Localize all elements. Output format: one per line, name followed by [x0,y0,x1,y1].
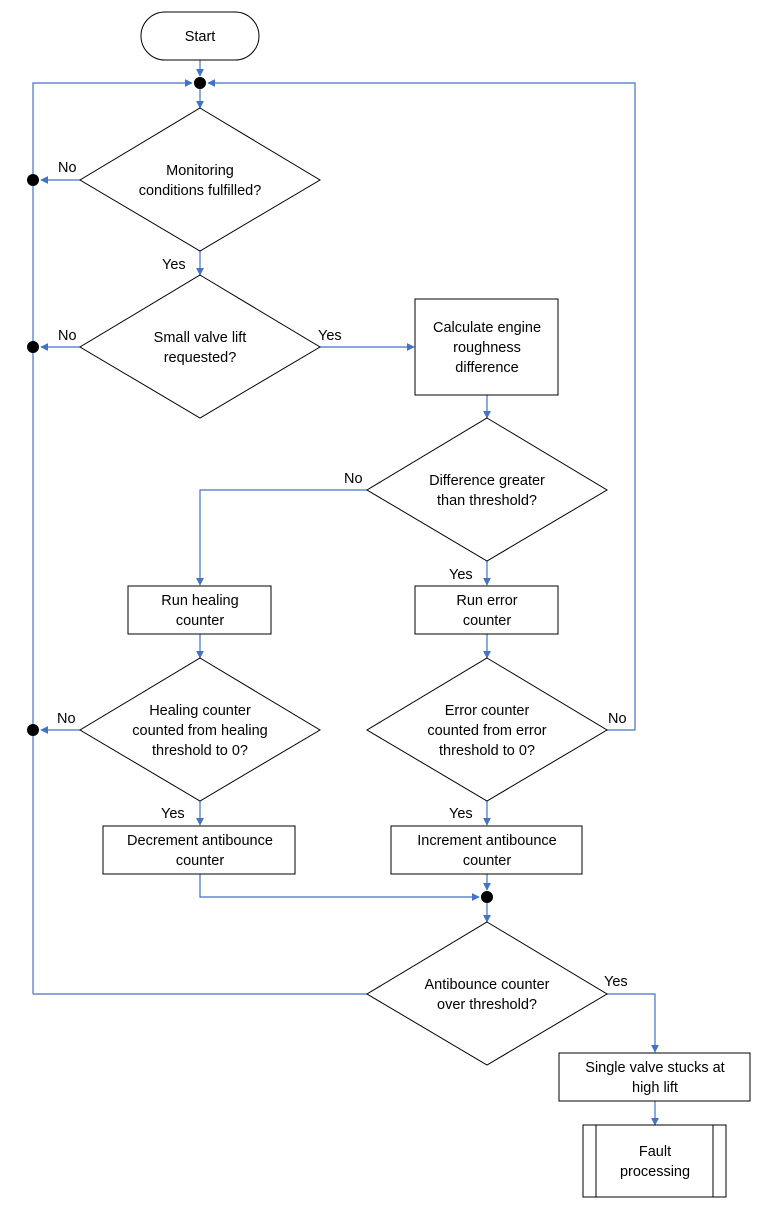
healing-check-line-1: Healing counter [149,703,251,719]
small-lift-line-2: requested? [164,350,237,366]
junctions [27,77,493,903]
monitoring-line-2: conditions fulfilled? [139,183,262,199]
error-no-label: No [608,711,627,727]
run-error-line-1: Run error [456,593,517,609]
junction-left-monitoring [27,174,39,186]
junction-top [194,77,206,89]
single-valve-line-2: high lift [632,1080,678,1096]
small-lift-yes-label: Yes [318,328,342,344]
antibounce-check-line-1: Antibounce counter [425,977,550,993]
fault-line-1: Fault [639,1144,671,1160]
run-healing-process: Run healing counter [127,585,272,635]
increment-label: Increment antibounce counter [417,833,556,869]
small-lift-decision: Small valve lift requested? [79,274,321,419]
decrement-line-2: counter [176,853,225,869]
increment-line-2: counter [463,853,512,869]
healing-check-line-2: counted from healing [132,723,267,739]
difference-line-2: than threshold? [437,493,537,509]
monitoring-label: Monitoring conditions fulfilled? [139,163,262,199]
small-lift-line-1: Small valve lift [154,330,247,346]
run-healing-label: Run healing counter [161,593,238,629]
antibounce-check-line-2: over threshold? [437,997,537,1013]
healing-yes-label: Yes [161,806,185,822]
error-check-line-3: threshold to 0? [439,743,535,759]
run-error-line-2: counter [463,613,512,629]
decrement-process: Decrement antibounce counter [102,825,296,875]
error-check-decision: Error counter counted from error threshold… [366,657,608,802]
fault-label: Fault processing [620,1144,690,1180]
start-line-1: Start [185,29,216,45]
decrement-line-1: Decrement antibounce [127,833,273,849]
difference-line-1: Difference greater [429,473,545,489]
monitoring-line-1: Monitoring [166,163,234,179]
run-healing-line-2: counter [176,613,225,629]
increment-line-1: Increment antibounce [417,833,556,849]
calc-roughness-line-2: roughness [453,340,521,356]
connectors [32,60,659,1126]
connector-antibounce-yes [606,993,659,1053]
connector-decrement-to-junction [199,874,480,901]
junction-left-small-lift [27,341,39,353]
error-check-label: Error counter counted from error threshold… [427,703,546,759]
small-lift-no-label: No [58,328,77,344]
start-node: Start [140,11,260,61]
calc-roughness-line-1: Calculate engine [433,320,541,336]
monitoring-yes-label: Yes [162,257,186,273]
difference-decision: Difference greater than threshold? [366,417,608,562]
run-error-process: Run error counter [414,585,559,635]
fault-predefined-process: Fault processing [582,1124,727,1198]
difference-yes-label: Yes [449,567,473,583]
run-healing-line-1: Run healing [161,593,238,609]
single-valve-process: Single valve stucks at high lift [558,1052,751,1102]
fault-line-2: processing [620,1164,690,1180]
single-valve-line-1: Single valve stucks at [585,1060,724,1076]
error-yes-label: Yes [449,806,473,822]
healing-no-label: No [57,711,76,727]
decrement-label: Decrement antibounce counter [127,833,273,869]
connector-right-loop [207,79,636,731]
edge-labels: No Yes No Yes No Yes No No Yes Yes Yes [57,160,628,990]
junction-left-healing [27,724,39,736]
calc-roughness-line-3: difference [455,360,518,376]
antibounce-decision: Antibounce counter over threshold? [366,921,608,1066]
small-lift-label: Small valve lift requested? [154,330,247,366]
calc-roughness-process: Calculate engine roughness difference [414,298,559,396]
antibounce-label: Antibounce counter over threshold? [425,977,550,1013]
junction-merge [481,891,493,903]
healing-check-line-3: threshold to 0? [152,743,248,759]
healing-check-decision: Healing counter counted from healing thres… [79,657,321,802]
connector-left-loop-up [32,79,193,994]
start-label: Start [185,29,216,45]
difference-label: Difference greater than threshold? [429,473,545,509]
increment-process: Increment antibounce counter [390,825,583,875]
difference-no-label: No [344,471,363,487]
healing-check-label: Healing counter counted from healing thres… [132,703,267,759]
error-check-line-2: counted from error [427,723,546,739]
monitoring-decision: Monitoring conditions fulfilled? [79,107,321,252]
run-error-label: Run error counter [456,593,517,629]
single-valve-label: Single valve stucks at high lift [585,1060,724,1096]
monitoring-no-label: No [58,160,77,176]
error-check-line-1: Error counter [445,703,530,719]
connector-difference-no [196,489,367,586]
antibounce-yes-label: Yes [604,974,628,990]
calc-roughness-label: Calculate engine roughness difference [433,320,541,376]
